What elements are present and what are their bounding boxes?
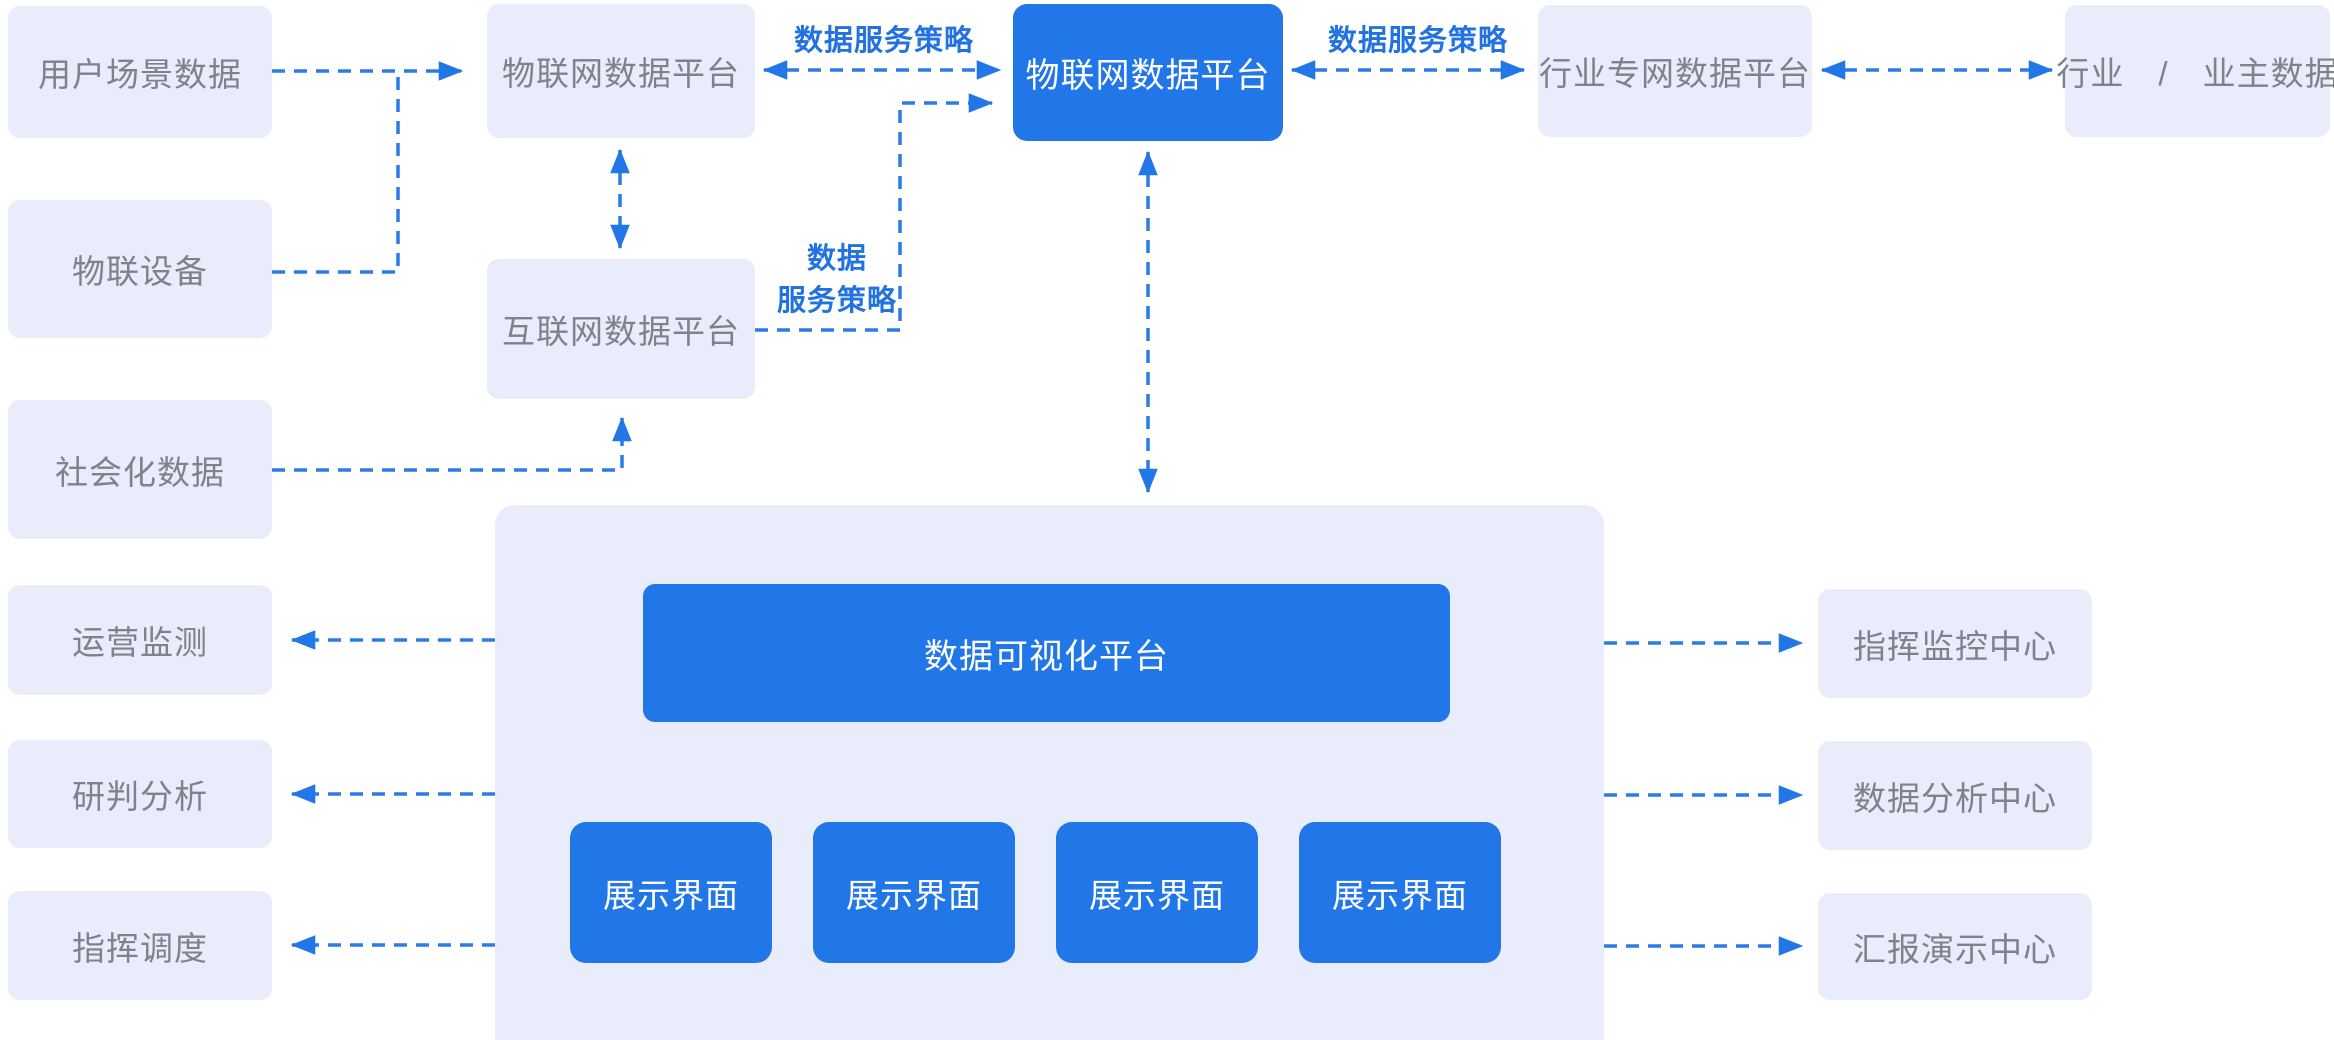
panel-display-1: 展示界面 xyxy=(570,822,772,963)
node-data-visualization-platform: 数据可视化平台 xyxy=(643,584,1450,722)
node-analysis-judgement: 研判分析 xyxy=(8,740,272,848)
edge-label-line-1: 数据 xyxy=(806,243,867,275)
edge-label-data-service-policy-right: 数据服务策略 xyxy=(1327,25,1508,57)
node-operation-monitoring: 运营监测 xyxy=(8,585,272,695)
edge-label-data-service-policy-small: 数据 服务策略 xyxy=(737,238,937,322)
edge-iot-devices-junction xyxy=(272,71,400,274)
panel-display-4: 展示界面 xyxy=(1299,822,1501,963)
node-industry-private-network-platform: 行业专网数据平台 xyxy=(1538,5,1812,137)
node-user-scene-data: 用户场景数据 xyxy=(8,6,272,138)
node-command-dispatch: 指挥调度 xyxy=(8,891,272,1000)
node-industry-owner-data: 行业 / 业主数据 xyxy=(2056,5,2334,137)
node-report-presentation-center: 汇报演示中心 xyxy=(1818,893,2092,1000)
node-iot-data-platform-center: 物联网数据平台 xyxy=(1013,4,1283,141)
node-social-data: 社会化数据 xyxy=(8,400,272,539)
panel-display-2: 展示界面 xyxy=(813,822,1015,963)
node-iot-data-platform-left: 物联网数据平台 xyxy=(487,4,755,138)
node-command-monitoring-center: 指挥监控中心 xyxy=(1818,589,2092,698)
edge-social-data-to-internet-platform xyxy=(272,416,632,472)
panel-display-3: 展示界面 xyxy=(1056,822,1258,963)
node-data-analysis-center: 数据分析中心 xyxy=(1818,741,2092,850)
node-iot-devices: 物联设备 xyxy=(8,200,272,338)
node-internet-data-platform: 互联网数据平台 xyxy=(487,259,755,399)
edge-label-line-2: 服务策略 xyxy=(776,285,897,317)
edge-label-data-service-policy-left: 数据服务策略 xyxy=(793,25,974,57)
